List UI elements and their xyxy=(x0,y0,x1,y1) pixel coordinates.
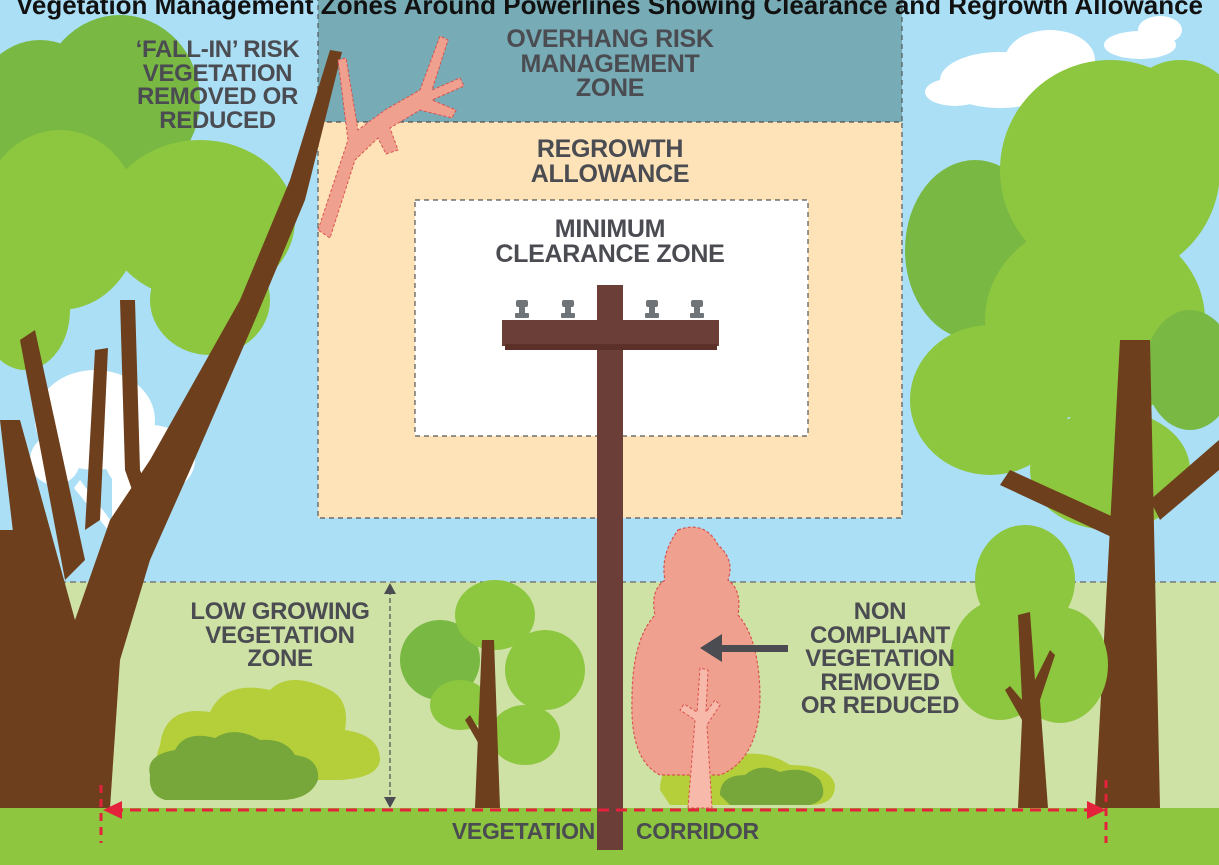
diagram-title: Vegetation Management Zones Around Power… xyxy=(15,0,1204,20)
regrowth-line-2: ALLOWANCE xyxy=(530,159,690,188)
right-tree-trunk xyxy=(1000,340,1219,808)
left-tree-trunk xyxy=(0,50,342,808)
corridor-line xyxy=(99,780,1108,843)
low-bushes-left xyxy=(149,680,380,800)
non-compliant-line-4: REMOVED xyxy=(820,668,940,696)
corridor-label-left: VEGETATION xyxy=(451,818,595,844)
height-arrow-icon xyxy=(384,583,396,808)
low-growing-line-1: LOW GROWING xyxy=(190,598,370,625)
fall-in-line-1: ‘FALL-IN’ RISK xyxy=(135,36,300,63)
corridor-label-right: CORRIDOR xyxy=(636,818,759,844)
fall-in-line-2: VEGETATION xyxy=(142,59,293,87)
fall-in-branch xyxy=(317,35,465,239)
overhang-zone-label: OVERHANG RISK MANAGEMENT ZONE xyxy=(470,27,750,101)
overhang-line-2: MANAGEMENT xyxy=(520,49,700,78)
low-growing-line-2: VEGETATION xyxy=(205,621,355,649)
overhang-line-3: ZONE xyxy=(575,74,645,102)
non-compliant-line-3: VEGETATION xyxy=(805,645,955,673)
non-compliant-label: NON COMPLIANT VEGETATION REMOVED OR REDU… xyxy=(790,600,970,718)
clearance-line-1: MINIMUM xyxy=(554,215,666,243)
low-growing-zone-label: LOW GROWING VEGETATION ZONE xyxy=(175,600,385,671)
insulator-icon xyxy=(515,300,704,318)
center-left-tree xyxy=(400,580,585,808)
minimum-clearance-label: MINIMUM CLEARANCE ZONE xyxy=(455,217,765,266)
pointer-arrow-icon xyxy=(700,634,788,662)
non-compliant-line-5: OR REDUCED xyxy=(800,692,960,720)
regrowth-allowance-label: REGROWTH ALLOWANCE xyxy=(490,137,730,186)
utility-pole xyxy=(502,285,719,850)
fall-in-line-3: REMOVED OR xyxy=(136,83,299,111)
clearance-line-2: CLEARANCE ZONE xyxy=(495,239,725,268)
regrowth-line-1: REGROWTH xyxy=(536,135,684,163)
low-growing-line-3: ZONE xyxy=(247,645,313,673)
fall-in-line-4: REDUCED xyxy=(159,106,276,134)
non-compliant-line-2: COMPLIANT xyxy=(810,621,950,649)
overhang-line-1: OVERHANG RISK xyxy=(506,25,714,53)
left-tree-canopy xyxy=(0,15,295,370)
non-compliant-line-1: NON xyxy=(853,598,907,625)
fall-in-risk-label: ‘FALL-IN’ RISK VEGETATION REMOVED OR RED… xyxy=(110,38,325,132)
non-compliant-tree xyxy=(631,526,761,809)
small-right-tree xyxy=(950,525,1108,808)
